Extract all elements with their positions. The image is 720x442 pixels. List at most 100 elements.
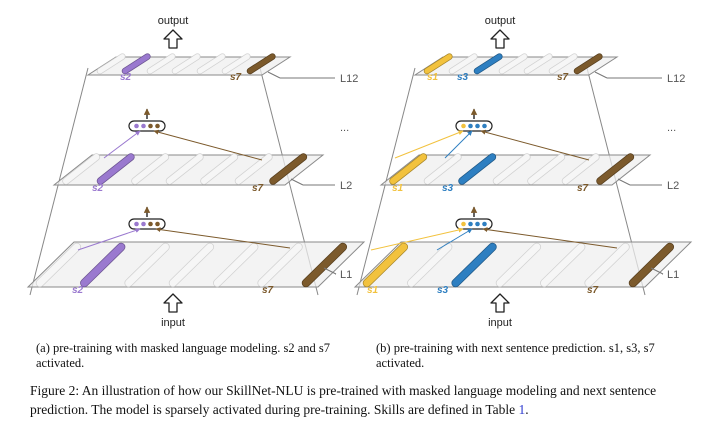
skill-rod-L1-7 [629,243,674,287]
skill-connection-2 [444,130,473,159]
figure-caption: Figure 2: An illustration of how our Ski… [30,381,700,419]
skill-rod-L2-3 [459,154,496,184]
skill-rod-L12-4 [499,54,527,74]
aggregation-pill-upper [128,120,166,132]
skill-rod-L12-1 [424,54,452,74]
aggregation-dot-lower-1 [461,221,466,227]
aggregation-dot-upper-4 [482,123,487,129]
aggregation-dot-lower-3 [475,221,480,227]
skill-rod-L2-3 [132,154,169,184]
skill-rod-L2-6 [235,154,272,184]
input-arrow-icon [163,293,183,313]
skill-rod-L2-5 [201,154,238,184]
layer-leader-L2 [290,178,304,186]
layer-leader-L1 [323,267,337,275]
skill-rod-L12-4 [172,54,200,74]
input-arrow-icon [490,293,510,313]
skill-rod-L12-7 [247,54,275,74]
aggregation-dot-upper-3 [475,123,480,129]
skill-rod-L2-2 [97,154,134,184]
skill-rod-L2-6 [562,154,599,184]
panel-a-caption: (a) pre-training with masked language mo… [36,341,331,370]
layer-label-1: L12 [340,73,358,85]
skill-connection-1 [394,130,464,159]
table-reference-link[interactable]: 1 [518,402,526,417]
input-label: input [488,317,512,329]
skill-connection-3 [77,228,141,251]
aggregation-pill-lower [455,218,493,230]
aggregation-pill-lower [128,218,166,230]
layer-label-2: ... [667,122,676,134]
skill-rod-L12-2 [122,54,150,74]
aggregation-dot-upper-4 [155,123,160,129]
skill-tag-L12-2: s7 [230,72,242,83]
input-label: input [161,317,185,329]
aggregation-dot-lower-4 [155,221,160,227]
layer-leader-L12 [594,71,608,79]
skill-rod-L12-6 [549,54,577,74]
skill-connection-3 [480,129,590,161]
skill-rod-L12-3 [474,54,502,74]
aggregation-dot-lower-1 [134,221,139,227]
skill-rod-L1-6 [258,243,302,287]
aggregation-dot-lower-2 [468,221,473,227]
skill-rod-L1-3 [452,243,496,287]
skill-rod-L2-7 [597,154,634,184]
skill-tag-L1-2: s7 [262,285,274,296]
skill-rod-L12-7 [574,54,602,74]
aggregation-dot-upper-1 [134,123,139,129]
skill-rod-L2-2 [424,154,461,184]
skill-tag-L1-1: s1 [367,285,379,296]
skill-tag-L12-3: s7 [557,72,569,83]
skill-tag-L2-3: s7 [577,183,589,194]
layer-leader-L1 [650,267,664,275]
skill-rod-L2-1 [390,154,427,184]
skill-tag-L12-1: s1 [427,72,439,83]
skill-rod-L1-2 [80,243,125,287]
aggregation-pill-upper [455,120,493,132]
skill-tag-L12-2: s3 [457,72,469,83]
layer-label-2: ... [340,122,349,134]
aggregation-dot-upper-3 [148,123,153,129]
skill-tag-L1-3: s7 [587,285,599,296]
skill-tag-L2-2: s3 [442,183,454,194]
skill-tag-L12-1: s2 [120,72,132,83]
skill-rod-L1-7 [302,243,347,287]
skill-rod-L2-5 [528,154,565,184]
skill-rod-L1-4 [496,243,541,287]
skill-connection-5 [436,228,473,251]
layer-label-1: L12 [667,73,685,85]
output-label: output [158,15,189,27]
skill-rod-L2-1 [63,154,100,184]
skill-rod-L12-6 [222,54,250,74]
layer-label-4: L1 [340,269,352,281]
skill-rod-L12-5 [524,54,552,74]
skill-rod-L1-5 [213,243,258,287]
skill-rod-L12-5 [197,54,225,74]
aggregation-dot-upper-1 [461,123,466,129]
figure-caption-text: Figure 2: An illustration of how our Ski… [30,383,657,417]
skill-rod-L1-4 [169,243,214,287]
aggregation-dot-lower-3 [148,221,153,227]
skill-rod-L1-5 [540,243,585,287]
skill-tag-L1-2: s3 [437,285,449,296]
skill-rod-L1-3 [125,243,169,287]
skill-connection-1 [103,130,141,159]
aggregation-dot-lower-4 [482,221,487,227]
skill-rod-L1-2 [407,243,452,287]
aggregation-dot-lower-2 [141,221,146,227]
skill-tag-L2-1: s1 [392,183,404,194]
skill-tag-L2-1: s2 [92,183,104,194]
skill-connection-4 [155,227,291,249]
skill-rod-L1-1 [363,243,408,287]
output-arrow-icon [490,29,510,49]
skill-connection-6 [482,227,618,249]
skill-rod-L1-1 [36,243,81,287]
skill-rod-L12-3 [147,54,175,74]
skill-connection-2 [153,129,263,161]
skill-tag-L1-1: s2 [72,285,84,296]
skill-rod-L2-7 [270,154,307,184]
output-arrow-icon [163,29,183,49]
